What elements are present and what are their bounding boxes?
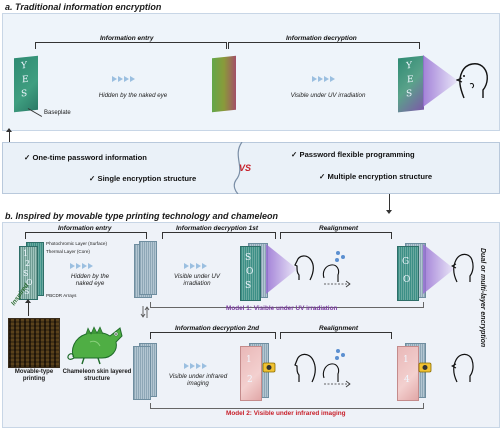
connector-line	[389, 192, 390, 212]
model2-label: Model 2: Visible under infrared imaging	[226, 410, 346, 417]
side-label: Dual or multi-layer encryption	[479, 248, 486, 348]
visible-uv-label: Visible under UV irradiation	[174, 273, 220, 288]
panel-b-decryption1-label: Information decryption 1st	[174, 225, 260, 232]
thermal-label: Thermal Layer (Core)	[46, 249, 90, 254]
panel-b-entry-label: Information entry	[56, 225, 114, 232]
plate-char: E	[22, 74, 29, 86]
plate-char: O	[246, 267, 254, 277]
realign-icon	[322, 251, 351, 288]
inspired-line	[28, 300, 29, 316]
entry-bracket	[35, 42, 227, 49]
plate-hidden-b2	[133, 346, 151, 400]
plate-char: E	[407, 74, 414, 86]
baseplate-label: Baseplate	[44, 110, 71, 116]
plate-revealed: Y E S	[398, 55, 424, 113]
arrow-icon	[184, 363, 207, 369]
panel-a-decryption-label: Information decryption	[283, 35, 360, 42]
plate-char: 2	[25, 259, 31, 268]
vs-label: VS	[239, 163, 252, 173]
decryption2-bracket	[150, 332, 276, 339]
plate-hidden-b1-back	[139, 241, 157, 295]
comparison-right-2: ✓ Multiple encryption structure	[319, 172, 433, 181]
plate-uv1: S O S	[240, 246, 261, 301]
plate-char: S	[245, 253, 252, 263]
realignment2-bracket	[280, 332, 392, 339]
inspired-arrow-icon	[25, 299, 31, 303]
decryption1-bracket	[162, 232, 276, 239]
panel-b-realignment1-label: Realignment	[317, 225, 361, 232]
plate-ir2: 1 4	[397, 346, 419, 401]
plate-char: S	[245, 281, 252, 291]
movable-type-label: Movable-type printing	[14, 369, 54, 383]
connector-arrow-icon	[6, 128, 12, 132]
plate-char: 4	[404, 375, 410, 385]
model1-bracket	[150, 302, 424, 308]
panel-b-title: b. Inspired by movable type printing tec…	[5, 211, 279, 221]
plate-char: S	[406, 88, 413, 100]
ir-camera-icon	[418, 362, 432, 373]
chameleon-icon	[67, 326, 123, 365]
panel-b-hidden-label: Hidden by the naked eye	[70, 273, 110, 288]
comparison-left-1: ✓ One-time password information	[24, 153, 147, 162]
check-icon: ✓	[24, 153, 31, 162]
plate-hidden	[212, 55, 236, 113]
chameleon-label: Chameleon skin layered structure	[62, 369, 132, 383]
viewer-head-icon	[456, 63, 488, 99]
plate-entry: Y E S	[14, 55, 38, 113]
viewer-head-icon	[451, 353, 474, 383]
plate-char: 1	[246, 355, 252, 365]
connector-arrow-icon	[386, 210, 392, 214]
comparison-left-2: ✓ Single encryption structure	[89, 174, 197, 183]
arrow-icon	[70, 263, 93, 269]
plate-char: 1	[23, 249, 29, 258]
ir-camera-icon	[262, 362, 276, 373]
model1-label: Model 1: Visible under UV irradiation	[226, 305, 338, 312]
panel-b-realignment2-label: Realignment	[317, 325, 361, 332]
viewer-head-icon	[294, 255, 314, 281]
check-icon: ✓	[89, 174, 96, 183]
plate-char: S	[24, 287, 30, 296]
check-icon: ✓	[319, 172, 326, 181]
panel-a-hidden-label: Hidden by the naked eye	[98, 92, 168, 99]
plate-uv2: G O	[397, 246, 419, 301]
visible-ir-label: Visible under infrared imaging	[168, 373, 228, 388]
plate-char: O	[26, 278, 33, 287]
panel-a-title: a. Traditional information encryption	[5, 2, 162, 12]
plate-char: O	[403, 275, 411, 285]
plate-char: 2	[247, 375, 253, 385]
entry-bracket	[25, 232, 147, 239]
connector-line	[9, 129, 10, 143]
realignment1-bracket	[280, 232, 392, 239]
pbcdr-label: PBCDR Arrays	[46, 293, 77, 298]
panel-a-entry-label: Information entry	[97, 35, 157, 42]
comparison-right-1: ✓ Password flexible programming	[291, 150, 415, 159]
divider-curve	[233, 142, 243, 194]
realign-icon	[322, 349, 351, 388]
plate-char: 1	[403, 355, 409, 365]
check-icon: ✓	[291, 150, 298, 159]
plate-char: S	[21, 88, 28, 100]
movable-type-photo	[8, 318, 60, 368]
plate-char: S	[23, 269, 29, 278]
model2-bracket	[150, 403, 424, 409]
plate-ir1: 1 2	[240, 346, 262, 401]
plate-char: G	[402, 257, 410, 267]
viewer-head-icon	[294, 353, 316, 383]
arrow-icon	[312, 76, 335, 82]
decryption-bracket	[228, 42, 420, 49]
swap-icon	[140, 306, 150, 318]
arrow-icon	[184, 263, 207, 269]
panel-b-decryption2-label: Information decryption 2nd	[173, 325, 262, 332]
photochromic-label: Photochromic Layer (Surface)	[46, 241, 108, 246]
plate-char: Y	[406, 60, 412, 72]
plate-char: Y	[21, 60, 27, 72]
arrow-icon	[112, 76, 135, 82]
panel-a-visible-label: Visible under UV irradiation	[290, 92, 366, 99]
viewer-head-icon	[451, 253, 474, 283]
